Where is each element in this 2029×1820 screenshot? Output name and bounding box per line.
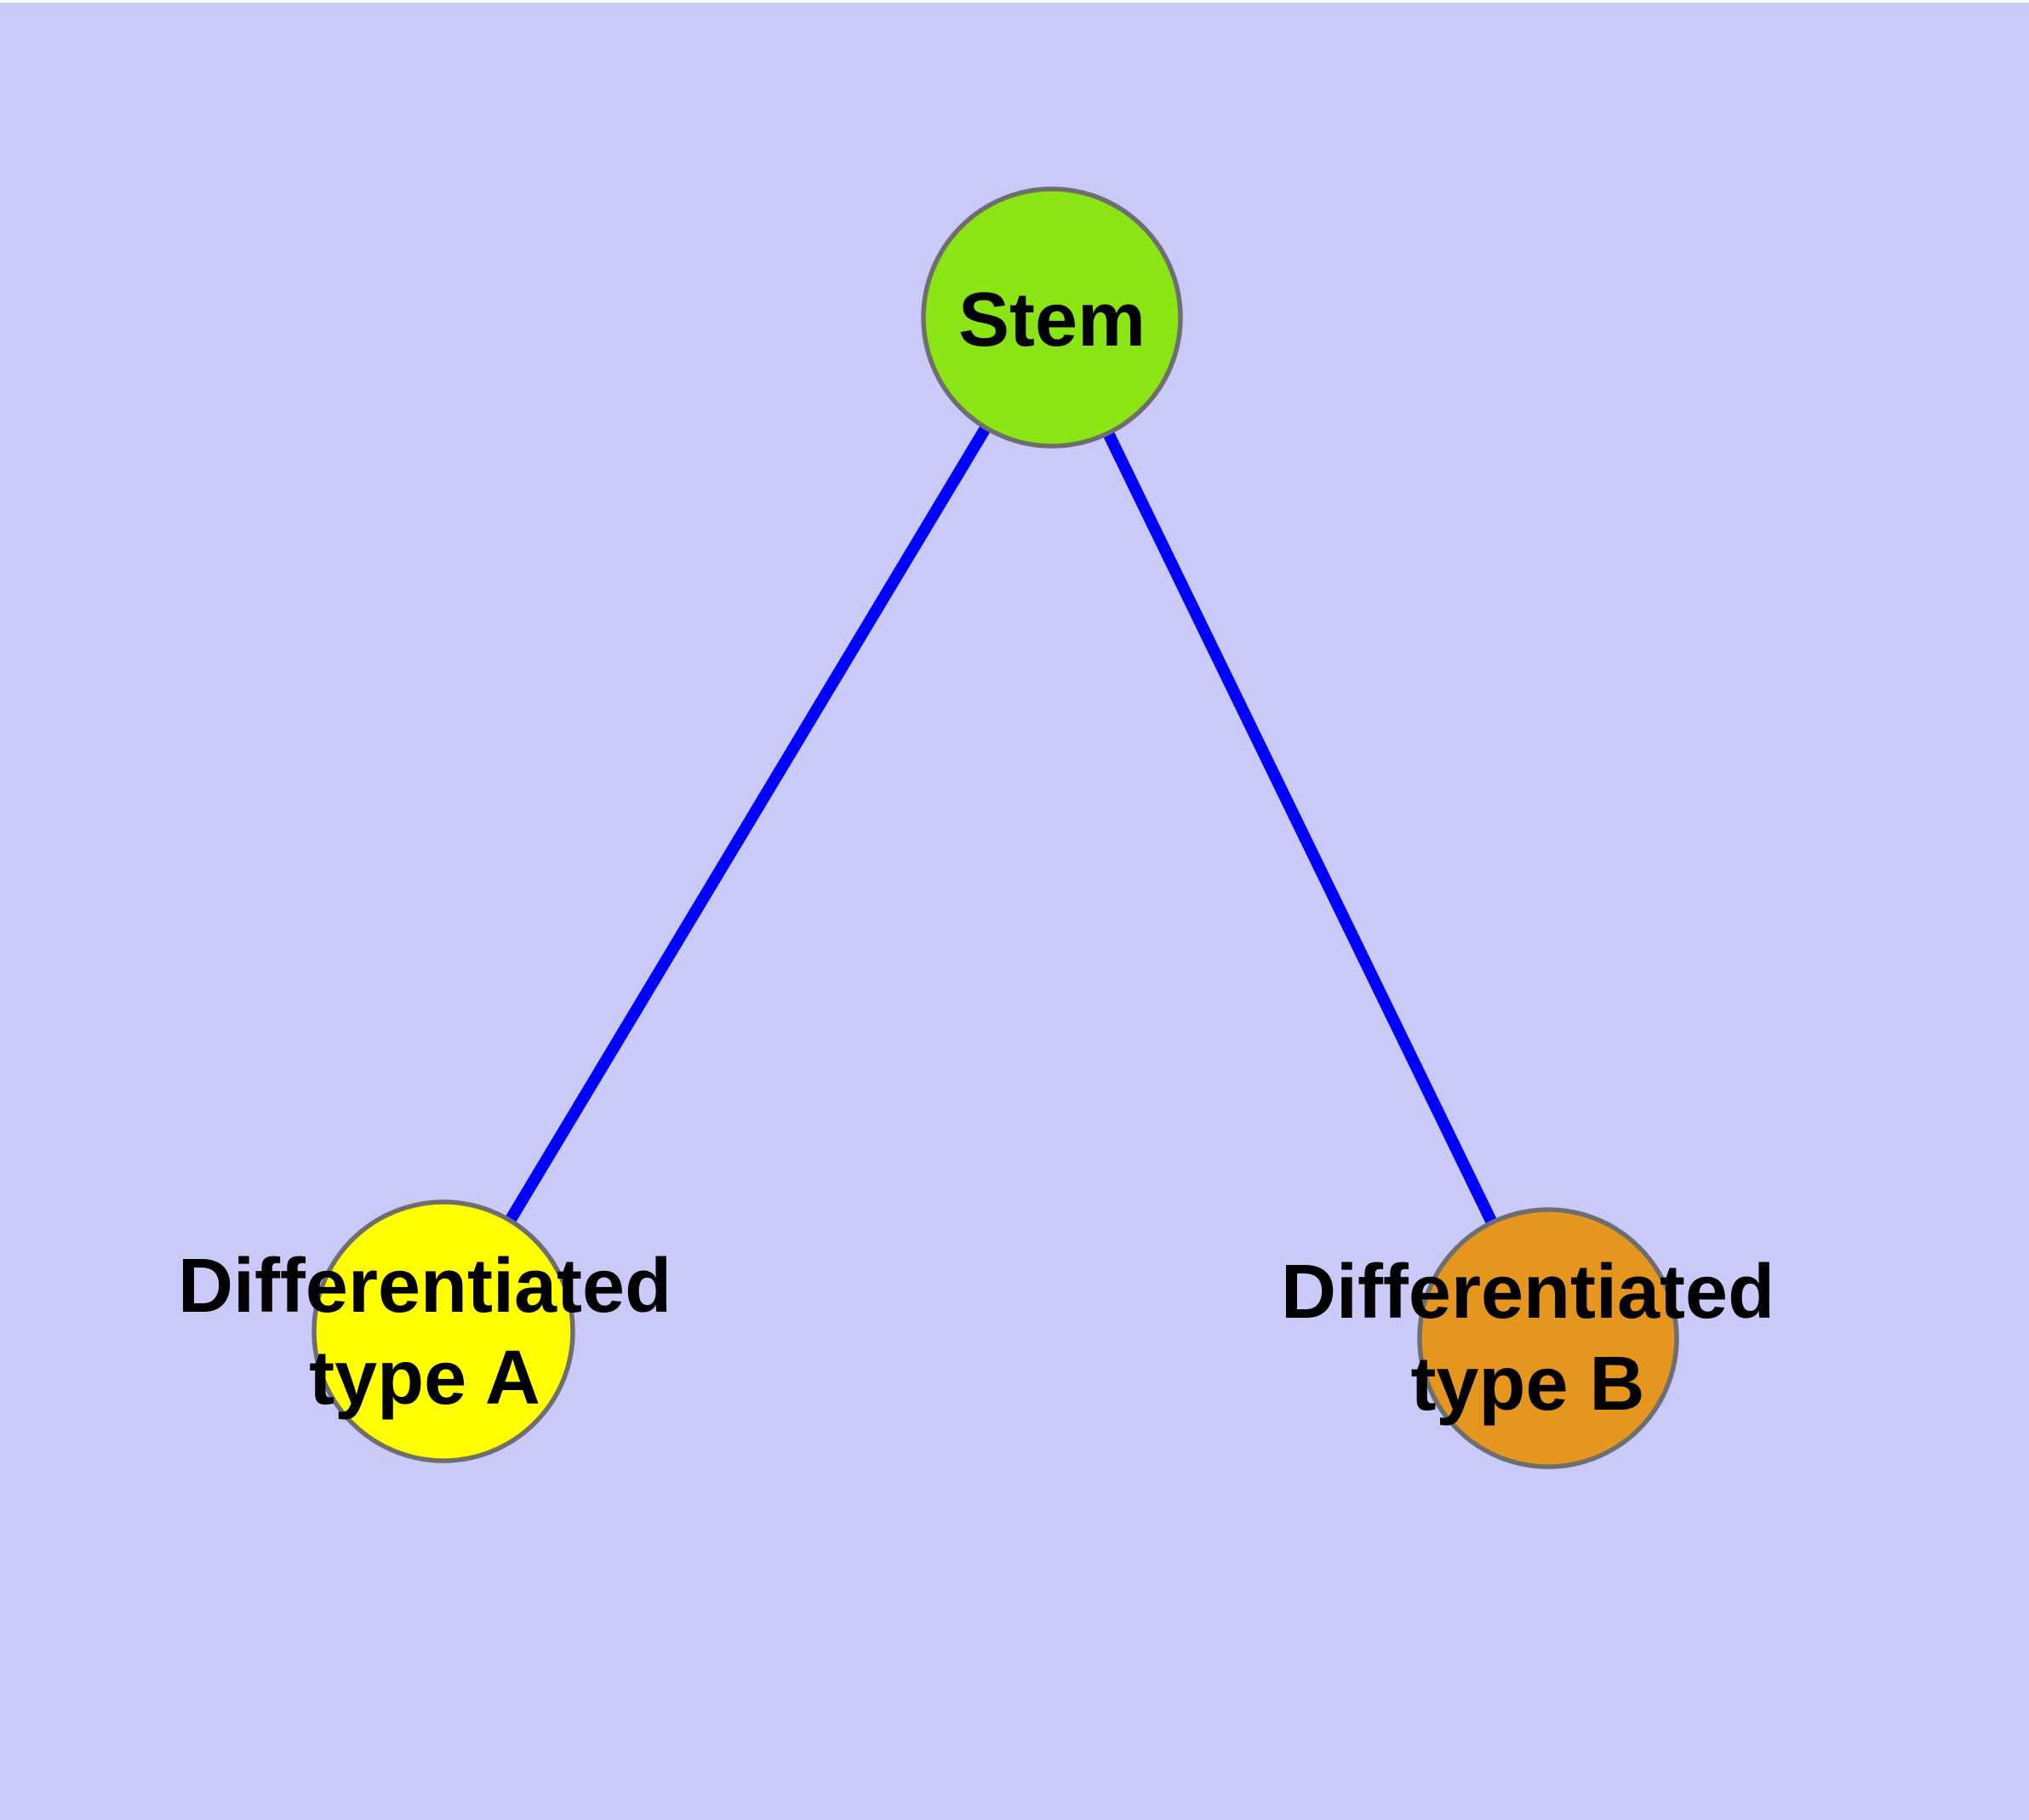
- edge-stem-diff-a: [437, 314, 1058, 1335]
- node-circle-stem: [921, 186, 1183, 449]
- node-circle-diff-a: [311, 1199, 575, 1463]
- edges-layer: [437, 314, 1554, 1342]
- edge-stem-diff-b: [1046, 314, 1554, 1342]
- nodes-layer: [311, 186, 1679, 1469]
- node-circle-diff-b: [1417, 1207, 1679, 1469]
- top-edge-highlight: [0, 0, 2029, 3]
